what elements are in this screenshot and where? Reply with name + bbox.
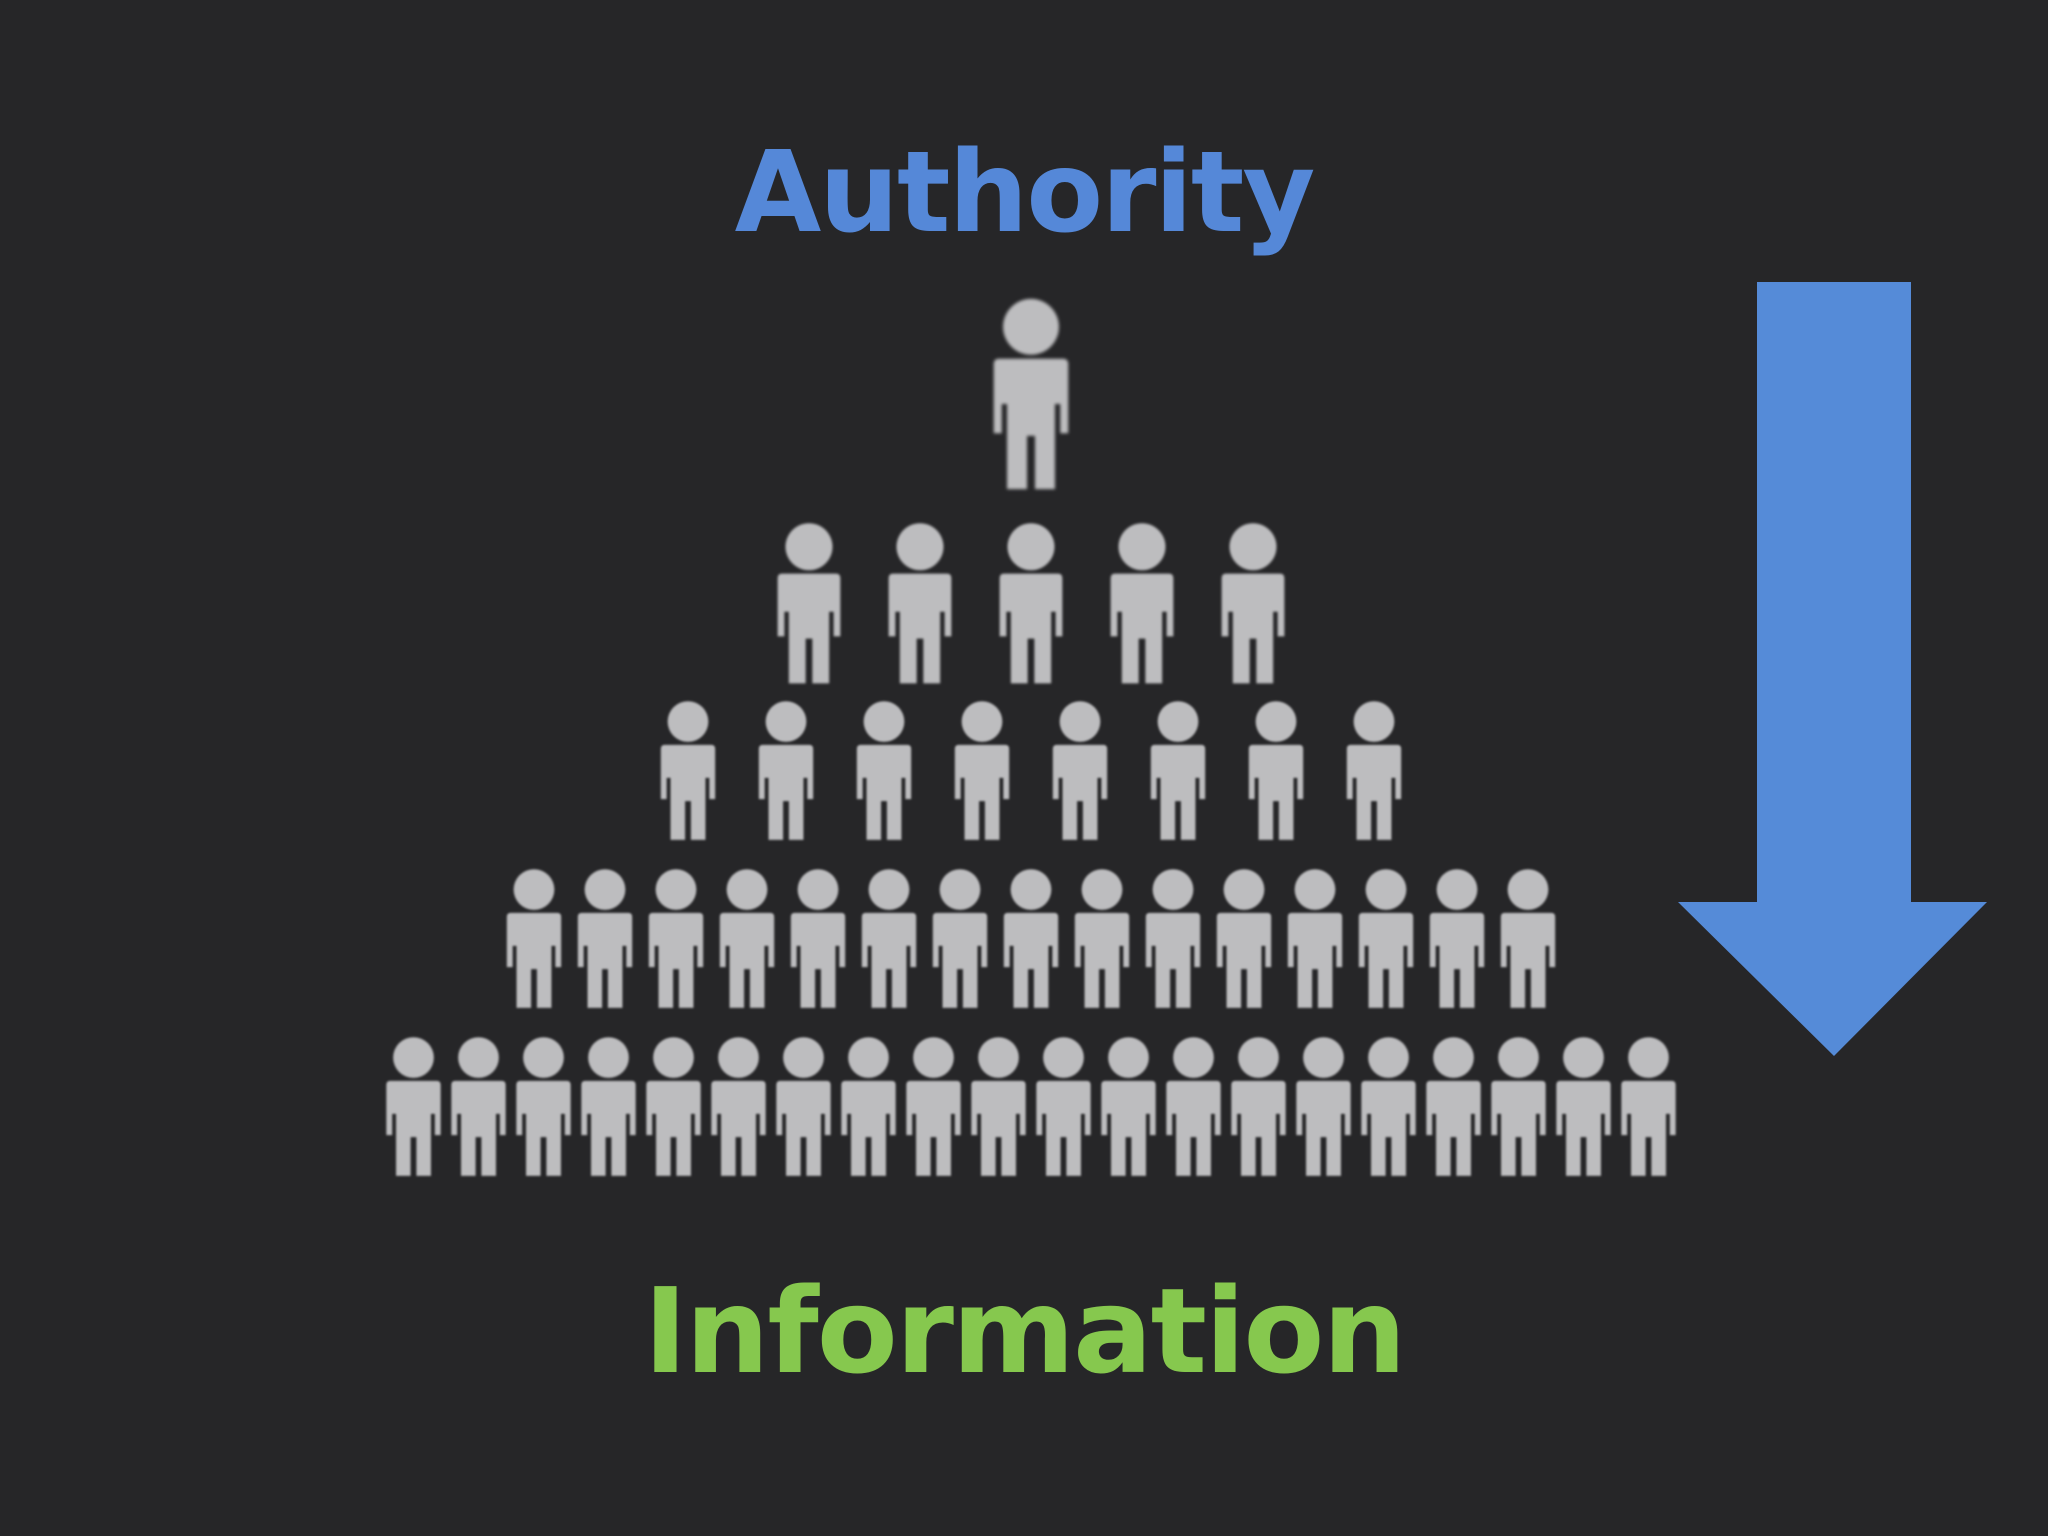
person-icon [1358,869,1414,1008]
hierarchy-level [660,701,1402,840]
person-icon [1426,1037,1481,1176]
person-icon [1003,869,1059,1008]
person-icon [1287,869,1343,1008]
person-icon [954,701,1010,840]
person-icon [993,298,1069,490]
information-label: Information [643,1262,1406,1400]
person-icon [856,701,912,840]
person-icon [1556,1037,1611,1176]
person-icon [1101,1037,1156,1176]
person-icon [1150,701,1206,840]
person-icon [1036,1037,1091,1176]
person-icon [790,869,846,1008]
hierarchy-level [386,1037,1676,1176]
person-icon [516,1037,571,1176]
person-icon [1248,701,1304,840]
person-icon [451,1037,506,1176]
person-icon [1216,869,1272,1008]
person-icon [1621,1037,1676,1176]
person-icon [1296,1037,1351,1176]
hierarchy-level [777,523,1285,684]
person-icon [1221,523,1285,684]
person-icon [1361,1037,1416,1176]
person-icon [1145,869,1201,1008]
person-icon [506,869,562,1008]
person-icon [1429,869,1485,1008]
person-icon [1052,701,1108,840]
person-icon [932,869,988,1008]
person-icon [841,1037,896,1176]
people-pyramid [386,298,1676,1176]
person-icon [906,1037,961,1176]
person-icon [577,869,633,1008]
person-icon [888,523,952,684]
person-icon [386,1037,441,1176]
person-icon [648,869,704,1008]
person-icon [1166,1037,1221,1176]
person-icon [1346,701,1402,840]
person-icon [776,1037,831,1176]
down-arrow-icon [1678,282,1987,1056]
person-icon [660,701,716,840]
person-icon [719,869,775,1008]
person-icon [777,523,841,684]
person-icon [1231,1037,1286,1176]
person-icon [999,523,1063,684]
person-icon [1500,869,1556,1008]
person-icon [758,701,814,840]
person-icon [971,1037,1026,1176]
person-icon [711,1037,766,1176]
authority-label: Authority [734,128,1316,258]
person-icon [646,1037,701,1176]
person-icon [1074,869,1130,1008]
person-icon [1110,523,1174,684]
person-icon [861,869,917,1008]
hierarchy-level [993,298,1069,490]
hierarchy-level [506,869,1556,1008]
person-icon [1491,1037,1546,1176]
person-icon [581,1037,636,1176]
